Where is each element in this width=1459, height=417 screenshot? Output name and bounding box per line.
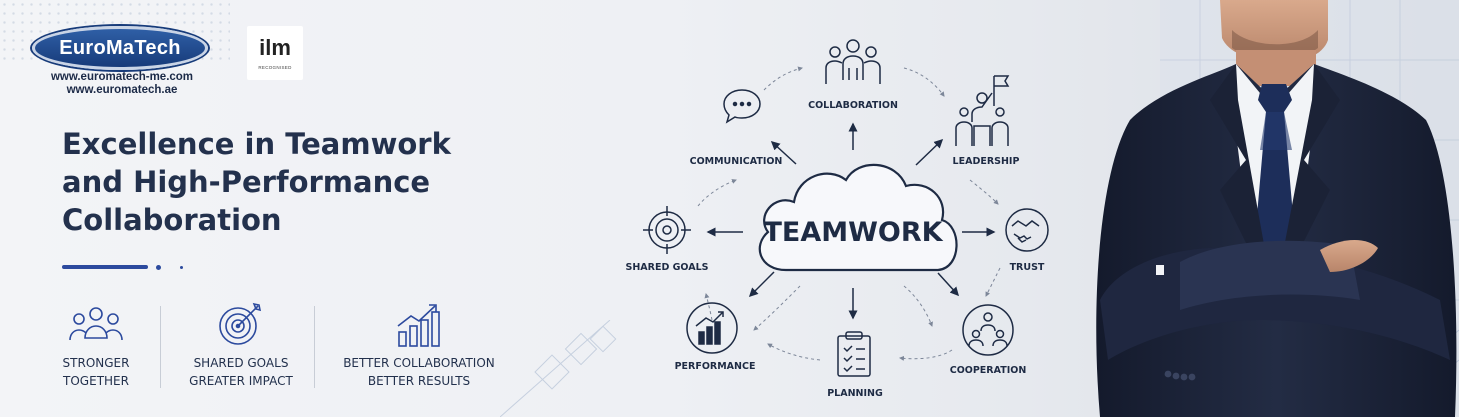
solid-arrows bbox=[706, 122, 996, 320]
node-label-performance: PERFORMANCE bbox=[674, 361, 756, 372]
feature-line: BETTER RESULTS bbox=[367, 374, 471, 388]
team-icon bbox=[69, 307, 123, 341]
logo-text: EuroMaTech bbox=[59, 36, 181, 59]
handshake-icon bbox=[1005, 208, 1049, 252]
node-label-planning: PLANNING bbox=[827, 388, 883, 399]
dashed-arrows bbox=[697, 66, 1001, 361]
feature-line: BETTER COLLABORATION bbox=[343, 356, 495, 370]
title-line-2: and High-Performance bbox=[62, 165, 431, 199]
node-label-shared-goals: SHARED GOALS bbox=[625, 262, 709, 273]
target-icon bbox=[219, 302, 262, 345]
feature-line: GREATER IMPACT bbox=[189, 374, 293, 388]
feature-line: STRONGER bbox=[62, 356, 130, 370]
collaboration-icon bbox=[825, 39, 881, 84]
ilm-badge: ilm RECOGNISED bbox=[247, 26, 303, 80]
ilm-badge-text: ilm bbox=[259, 34, 291, 60]
divider bbox=[160, 306, 161, 388]
feature-line: SHARED GOALS bbox=[193, 356, 289, 370]
url-secondary[interactable]: www.euromatech.ae bbox=[66, 84, 178, 96]
node-label-trust: TRUST bbox=[1009, 262, 1045, 273]
node-label-collaboration: COLLABORATION bbox=[808, 100, 898, 111]
center-cloud bbox=[758, 163, 958, 272]
growth-chart-icon bbox=[397, 304, 440, 347]
feature-better-collaboration: BETTER COLLABORATION BETTER RESULTS bbox=[334, 300, 504, 390]
feature-stronger-together: STRONGER TOGETHER bbox=[46, 300, 146, 390]
bar-chart-icon bbox=[686, 302, 738, 354]
node-label-cooperation: COOPERATION bbox=[949, 365, 1027, 376]
url-primary[interactable]: www.euromatech-me.com bbox=[50, 71, 194, 83]
node-label-leadership: LEADERSHIP bbox=[952, 156, 1020, 167]
center-label: TEAMWORK bbox=[763, 217, 943, 248]
decorative-shapes bbox=[500, 320, 617, 417]
teamwork-diagram: TEAMWORK COLLABORATION LEADERSHIP TRUST … bbox=[560, 0, 1120, 417]
feature-line: TOGETHER bbox=[63, 374, 129, 388]
ilm-badge-sub: RECOGNISED bbox=[258, 64, 292, 70]
title-line-1: Excellence in Teamwork bbox=[62, 127, 451, 161]
chat-bubble-icon bbox=[723, 89, 761, 124]
underline-dot bbox=[180, 266, 183, 269]
network-people-icon bbox=[962, 304, 1014, 356]
node-label-communication: COMMUNICATION bbox=[689, 156, 783, 167]
leader-flag-icon bbox=[955, 75, 1010, 146]
businessman-photo bbox=[1096, 0, 1457, 417]
target-icon bbox=[643, 206, 691, 254]
website-urls: www.euromatech-me.com www.euromatech.ae bbox=[42, 71, 202, 97]
clipboard-icon bbox=[837, 331, 871, 377]
feature-shared-goals: SHARED GOALS GREATER IMPACT bbox=[176, 300, 306, 390]
euromatech-logo[interactable]: EuroMaTech bbox=[32, 26, 208, 70]
page-title: Excellence in Teamwork and High-Performa… bbox=[62, 125, 451, 239]
title-underline bbox=[62, 265, 148, 269]
title-line-3: Collaboration bbox=[62, 203, 282, 237]
divider bbox=[314, 306, 315, 388]
underline-dot bbox=[156, 265, 161, 270]
